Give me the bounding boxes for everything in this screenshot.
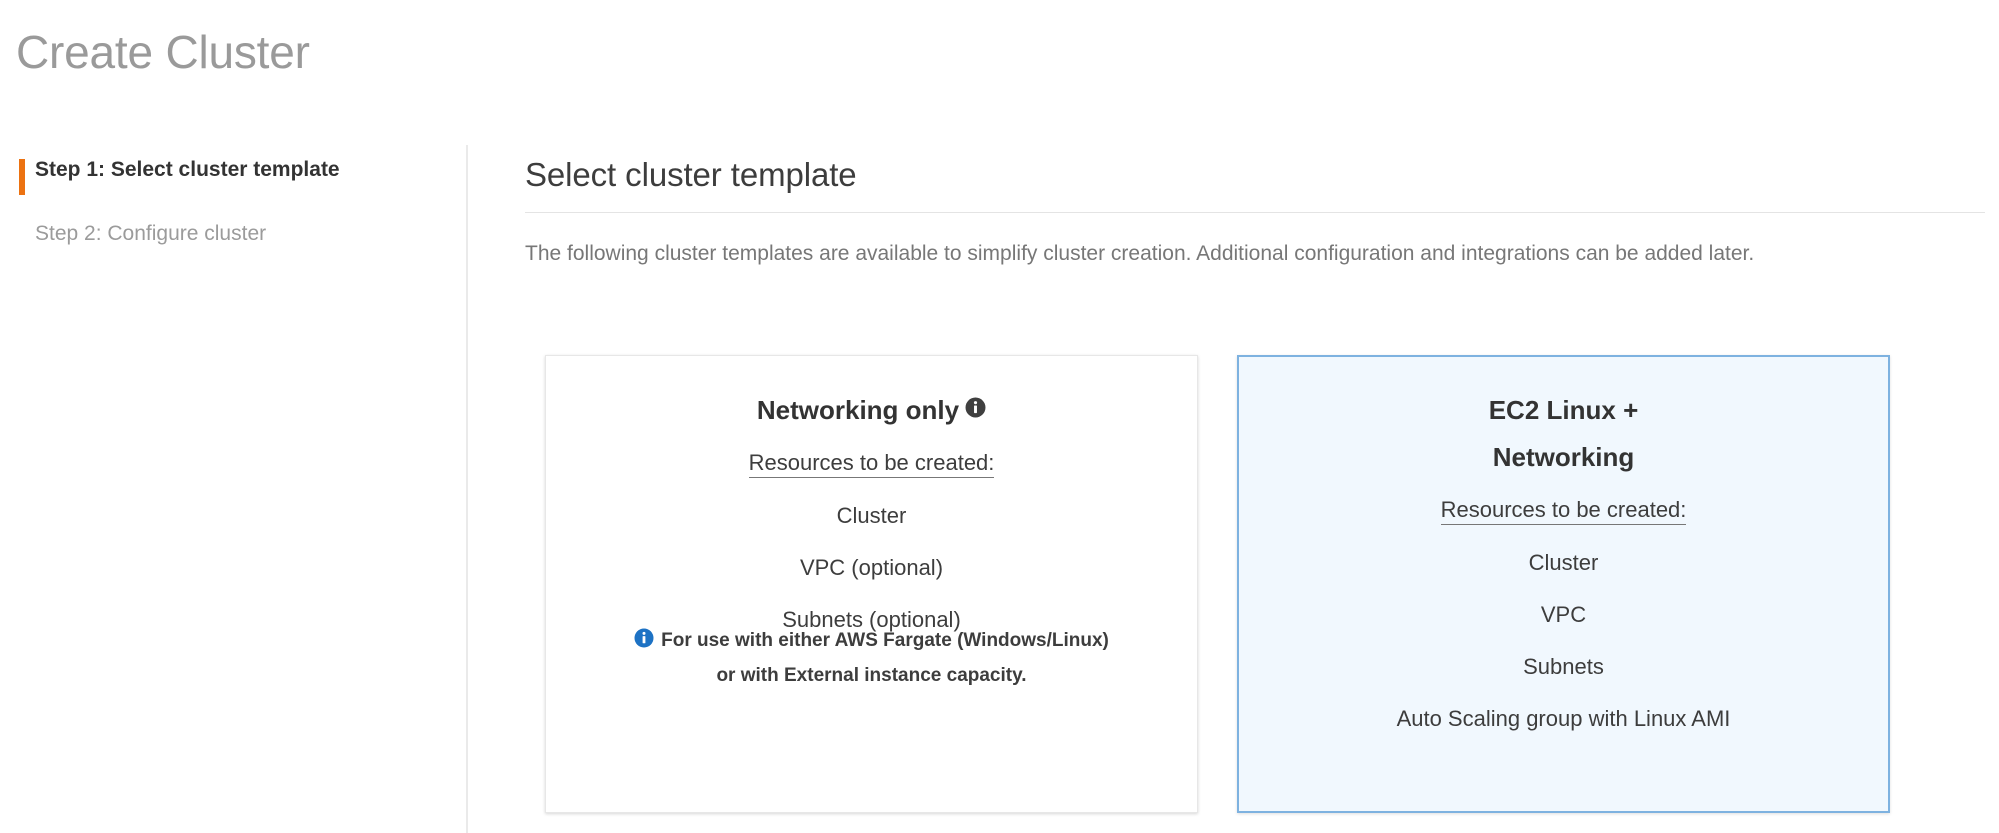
info-icon[interactable] (634, 626, 654, 659)
resources-heading: Resources to be created: (1239, 495, 1888, 525)
active-step-marker (19, 159, 25, 195)
main-content: Select cluster template The following cl… (525, 155, 1985, 273)
wizard-step-rail: Step 1: Select cluster template Step 2: … (0, 145, 468, 833)
info-icon[interactable] (965, 386, 986, 433)
card-note-line-2: or with External instance capacity. (716, 665, 1027, 686)
template-card-networking-only[interactable]: Networking only Resources to be created:… (545, 355, 1198, 813)
resources-heading-text: Resources to be created: (1440, 497, 1687, 525)
resource-item: Cluster (1528, 550, 1599, 575)
resources-heading: Resources to be created: (546, 448, 1197, 478)
card-title-line-2: Networking (1492, 442, 1635, 472)
resource-item: Auto Scaling group with Linux AMI (1396, 706, 1731, 731)
sidebar-item-step-2[interactable]: Step 2: Configure cluster (0, 221, 466, 247)
step-2-label: Step 2: Configure cluster (35, 222, 267, 245)
sidebar-item-step-1[interactable]: Step 1: Select cluster template (0, 157, 466, 195)
card-note-line-1: For use with either AWS Fargate (Windows… (661, 630, 1109, 651)
resource-item: Cluster (836, 503, 907, 528)
card-title-ec2-linux-networking: EC2 Linux + Networking (1239, 387, 1888, 481)
card-title-line-1: EC2 Linux + (1488, 395, 1639, 425)
template-card-list: Networking only Resources to be created:… (545, 355, 1895, 815)
template-card-ec2-linux-networking[interactable]: EC2 Linux + Networking Resources to be c… (1237, 355, 1890, 813)
card-title-networking-only: Networking only (546, 386, 1197, 434)
resource-item: Subnets (optional) (782, 607, 961, 632)
section-description: The following cluster templates are avai… (525, 242, 1755, 265)
page-title: Create Cluster (16, 26, 310, 78)
section-divider (525, 212, 1985, 213)
step-1-label: Step 1: Select cluster template (35, 158, 340, 181)
resource-item: Subnets (1523, 654, 1604, 679)
section-title: Select cluster template (525, 156, 857, 193)
resource-item: VPC (1540, 602, 1587, 627)
resources-heading-text: Resources to be created: (748, 450, 995, 478)
card-note-fargate: For use with either AWS Fargate (Windows… (582, 624, 1161, 692)
resource-item: VPC (optional) (799, 555, 944, 580)
card-title-text: Networking only (756, 395, 960, 425)
